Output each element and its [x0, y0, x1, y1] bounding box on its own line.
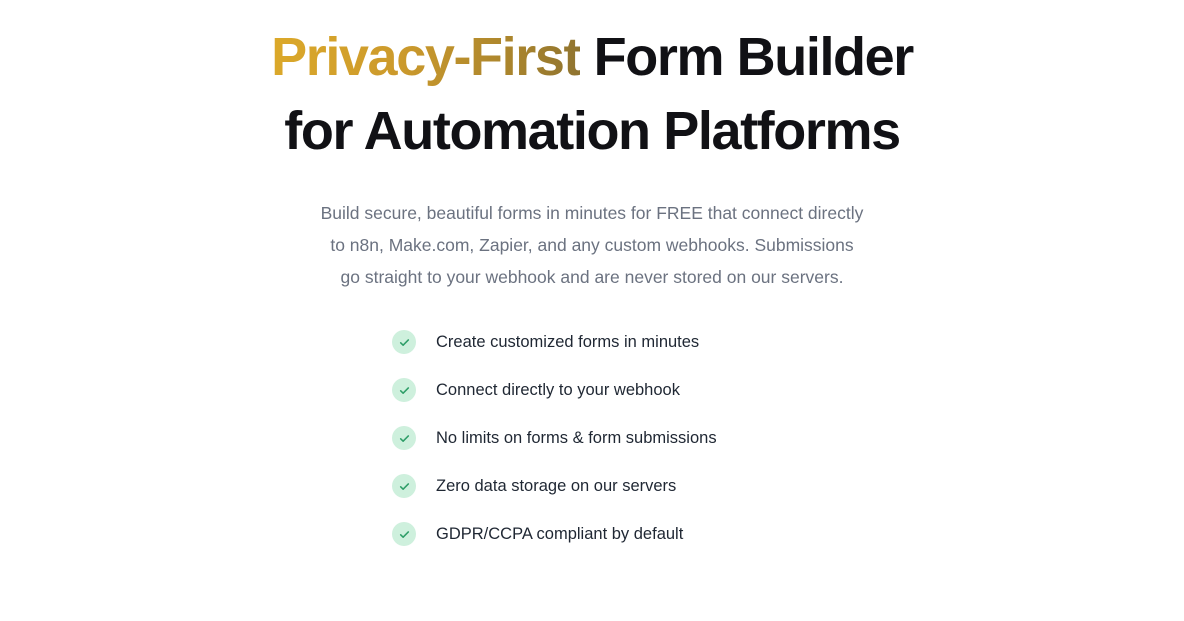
list-item-label: Connect directly to your webhook [436, 381, 680, 399]
list-item-label: Create customized forms in minutes [436, 333, 700, 351]
check-icon [392, 426, 416, 450]
list-item-label: No limits on forms & form submissions [436, 429, 717, 447]
page-title: Privacy-First Form Builder for Automatio… [162, 0, 1022, 168]
list-item: Create customized forms in minutes [392, 330, 812, 354]
list-item: Zero data storage on our servers [392, 474, 812, 498]
hero-subtitle: Build secure, beautiful forms in minutes… [252, 197, 932, 293]
subtitle-line-3: go straight to your webhook and are neve… [340, 267, 844, 287]
list-item: Connect directly to your webhook [392, 378, 812, 402]
heading-line-1: Privacy-First Form Builder [162, 20, 1022, 94]
check-icon [392, 330, 416, 354]
list-item-label: Zero data storage on our servers [436, 477, 677, 495]
heading-rest-text: Form Builder [580, 27, 915, 87]
subtitle-line-1: Build secure, beautiful forms in minutes… [320, 203, 864, 223]
check-icon [392, 474, 416, 498]
heading-line-2: for Automation Platforms [284, 101, 901, 161]
list-item: No limits on forms & form submissions [392, 426, 812, 450]
heading-accent-text: Privacy-First [271, 27, 581, 87]
check-icon [392, 378, 416, 402]
subtitle-line-2: to n8n, Make.com, Zapier, and any custom… [330, 235, 854, 255]
list-item-label: GDPR/CCPA compliant by default [436, 525, 684, 543]
feature-list: Create customized forms in minutes Conne… [392, 330, 812, 546]
check-icon [392, 522, 416, 546]
list-item: GDPR/CCPA compliant by default [392, 522, 812, 546]
